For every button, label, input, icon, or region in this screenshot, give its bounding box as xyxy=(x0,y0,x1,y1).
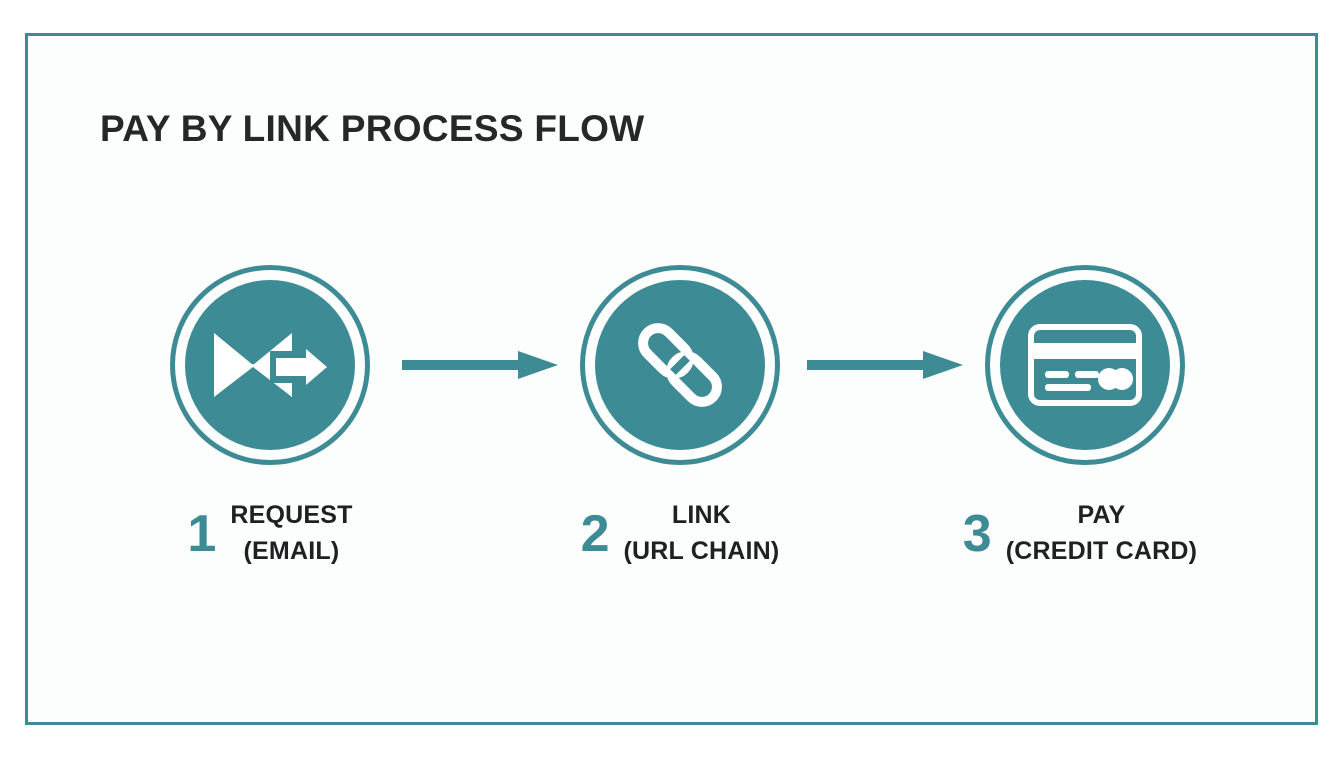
step-1-label-line2: (EMAIL) xyxy=(243,536,340,565)
step-2-caption: 2 LINK (URL CHAIN) xyxy=(515,498,845,578)
step-2-label-line2: (URL CHAIN) xyxy=(623,536,780,565)
credit-card-icon xyxy=(1000,280,1170,450)
step-2-number: 2 xyxy=(580,505,610,563)
step-3-label-line2: (CREDIT CARD) xyxy=(1005,536,1198,565)
step-1-badge[interactable] xyxy=(170,265,370,465)
step-3-number: 3 xyxy=(962,505,992,563)
step-3-caption: 3 PAY (CREDIT CARD) xyxy=(915,498,1245,578)
step-2-label-line1: LINK xyxy=(671,501,732,529)
step-2-label: LINK (URL CHAIN) xyxy=(624,498,780,569)
arrow-step1-to-step2 xyxy=(400,347,560,383)
step-1-caption: 1 REQUEST (EMAIL) xyxy=(105,498,435,578)
step-1-label-line1: REQUEST xyxy=(230,501,353,529)
arrow-step2-to-step3 xyxy=(805,347,965,383)
step-1-label: REQUEST (EMAIL) xyxy=(230,498,352,569)
page-title: PAY BY LINK PROCESS FLOW xyxy=(100,108,645,149)
chain-link-icon xyxy=(595,280,765,450)
step-3-badge[interactable] xyxy=(985,265,1185,465)
step-3-label: PAY (CREDIT CARD) xyxy=(1006,498,1197,569)
step-1-number: 1 xyxy=(187,505,217,563)
email-send-icon xyxy=(185,280,355,450)
step-3-label-line1: PAY xyxy=(1077,501,1126,529)
step-2-badge[interactable] xyxy=(580,265,780,465)
